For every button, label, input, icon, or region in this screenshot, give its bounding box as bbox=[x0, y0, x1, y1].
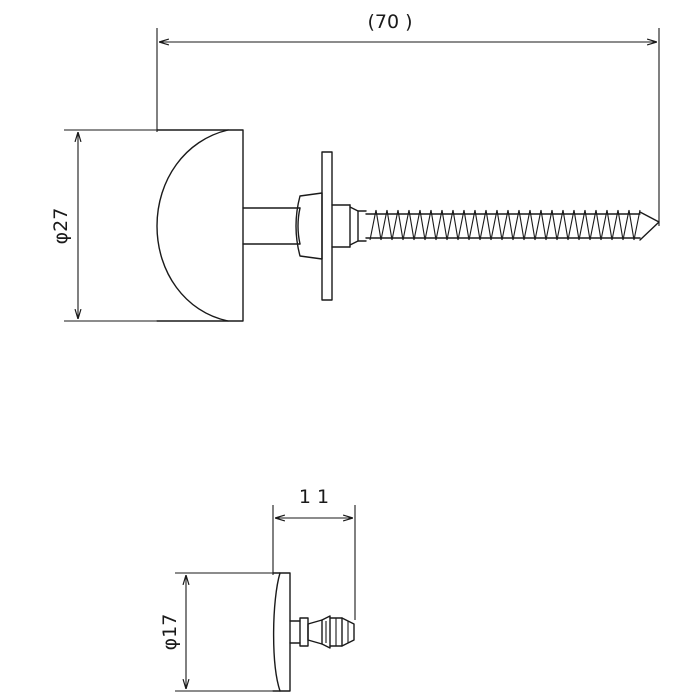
knob-shank bbox=[242, 192, 323, 260]
top-view: (70 ) φ27 bbox=[50, 11, 660, 322]
diameter-label-large: φ27 bbox=[50, 208, 72, 245]
screw-threads bbox=[369, 209, 641, 241]
snap-pin bbox=[289, 615, 355, 649]
knob-dome-curve bbox=[156, 129, 229, 322]
depth-dimension: 1 1 bbox=[272, 486, 356, 620]
length-label: (70 ) bbox=[367, 11, 412, 33]
small-knob-curve bbox=[272, 572, 281, 692]
washer-plate bbox=[321, 151, 367, 301]
diameter-dimension-small: φ17 bbox=[159, 572, 273, 692]
small-knob-body bbox=[272, 572, 291, 692]
diameter-label-small: φ17 bbox=[159, 614, 181, 651]
small-knob-outline bbox=[272, 572, 291, 692]
length-dimension: (70 ) bbox=[156, 11, 660, 226]
depth-label: 1 1 bbox=[299, 486, 329, 508]
knob-body bbox=[156, 129, 244, 322]
knob-outline bbox=[156, 129, 244, 322]
bottom-view: 1 1 φ17 bbox=[159, 486, 356, 692]
diameter-dimension-large: φ27 bbox=[50, 129, 157, 322]
wood-screw bbox=[365, 209, 660, 241]
